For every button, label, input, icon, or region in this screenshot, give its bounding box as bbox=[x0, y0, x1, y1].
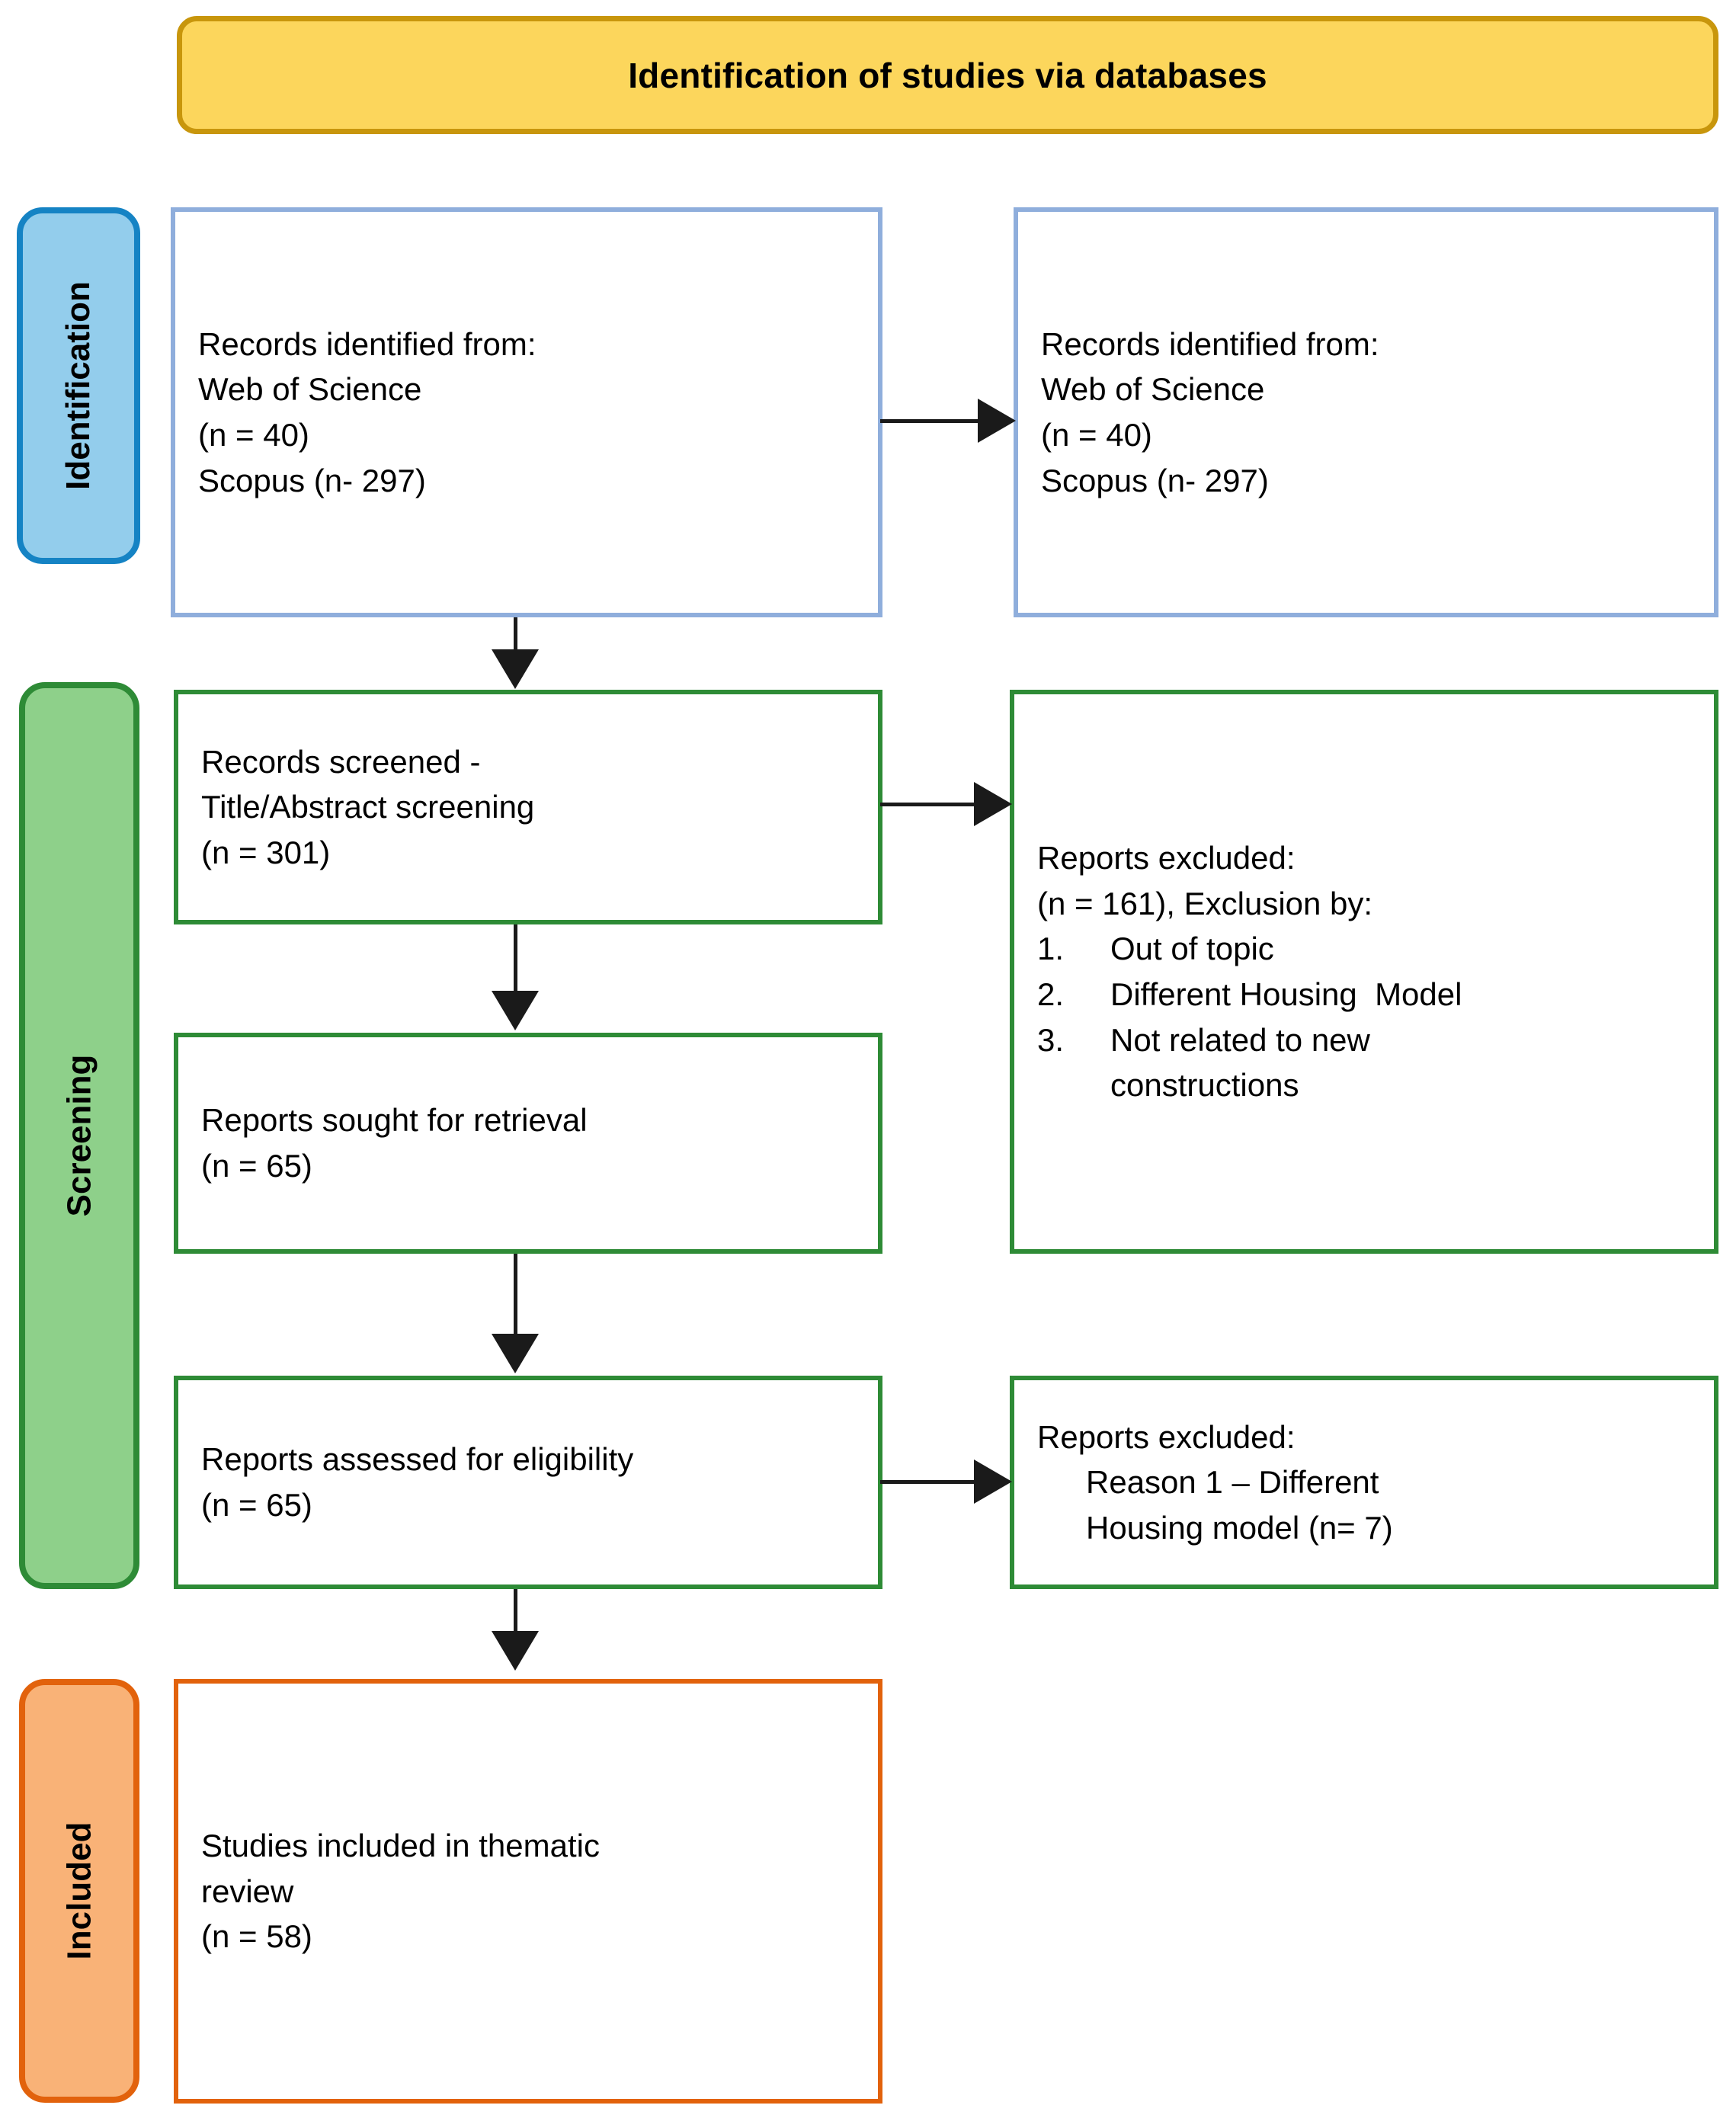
text-line: (n = 65) bbox=[201, 1148, 312, 1184]
diagram-title: Identification of studies via databases bbox=[628, 55, 1267, 95]
text-line: Reason 1 – Different bbox=[1086, 1464, 1379, 1501]
connector-arrow-identified-to-screened bbox=[492, 649, 539, 689]
text-line: Housing model (n= 7) bbox=[1086, 1509, 1393, 1546]
box-reports-sought-for-retrieval-text: Reports sought for retrieval (n = 65) bbox=[178, 1097, 878, 1188]
list-item-number: 3. bbox=[1037, 1021, 1065, 1058]
stage-tab-identification-label: Identification bbox=[59, 281, 97, 490]
box-records-identified-right: Records identified from: Web of Science … bbox=[1014, 207, 1718, 617]
list-item-label: Out of topic bbox=[1110, 931, 1274, 967]
text-line: Scopus (n- 297) bbox=[198, 462, 426, 498]
box-records-identified-left: Records identified from: Web of Science … bbox=[171, 207, 882, 617]
text-line: review bbox=[201, 1873, 294, 1909]
list-item-label: Not related to new bbox=[1110, 1021, 1370, 1058]
text-line: Records identified from: bbox=[1041, 325, 1379, 362]
list-item: 3. Not related to new bbox=[1037, 1017, 1691, 1063]
stage-tab-identification: Identification bbox=[17, 207, 140, 564]
box-records-identified-left-text: Records identified from: Web of Science … bbox=[175, 322, 878, 504]
stage-tab-screening-label: Screening bbox=[60, 1054, 98, 1217]
text-line: (n = 65) bbox=[201, 1487, 312, 1523]
list-item: 1. Out of topic bbox=[1037, 926, 1691, 972]
box-studies-included-text: Studies included in thematic review (n =… bbox=[178, 1823, 878, 1959]
list-item-number: 1. bbox=[1037, 931, 1065, 967]
diagram-header-banner: Identification of studies via databases bbox=[177, 16, 1718, 134]
list-item-continuation: constructions bbox=[1110, 1067, 1299, 1104]
box-records-screened: Records screened - Title/Abstract screen… bbox=[174, 690, 882, 924]
text-line: Records identified from: bbox=[198, 325, 536, 362]
text-line: Reports sought for retrieval bbox=[201, 1102, 588, 1139]
text-line: Records screened - bbox=[201, 743, 481, 780]
box-studies-included: Studies included in thematic review (n =… bbox=[174, 1679, 882, 2104]
connector-arrow-screened-to-excluded bbox=[974, 782, 1012, 826]
exclusion-reason-list: 1. Out of topic 2. Different Housing Mod… bbox=[1037, 926, 1691, 1062]
text-line: Title/Abstract screening bbox=[201, 789, 535, 825]
stage-tab-included: Included bbox=[19, 1679, 139, 2103]
box-reports-assessed-for-eligibility-text: Reports assessed for eligibility (n = 65… bbox=[178, 1437, 878, 1527]
connector-arrow-screened-to-sought bbox=[492, 991, 539, 1030]
text-line: (n = 161), Exclusion by: bbox=[1037, 885, 1373, 921]
text-line: Reports excluded: bbox=[1037, 1418, 1296, 1455]
connector-line-assessed-to-included bbox=[514, 1589, 517, 1633]
connector-line-identified-to-screened bbox=[514, 617, 517, 652]
box-reports-assessed-for-eligibility: Reports assessed for eligibility (n = 65… bbox=[174, 1376, 882, 1589]
connector-line-sought-to-assessed bbox=[514, 1254, 517, 1336]
connector-line-identified-to-identified bbox=[880, 419, 979, 423]
box-reports-sought-for-retrieval: Reports sought for retrieval (n = 65) bbox=[174, 1033, 882, 1254]
text-line: Web of Science bbox=[1041, 371, 1265, 408]
list-item-number: 2. bbox=[1037, 976, 1065, 1012]
box-reports-excluded-eligibility-text: Reports excluded: Reason 1 – Different H… bbox=[1014, 1415, 1714, 1551]
text-line: (n = 40) bbox=[1041, 417, 1152, 453]
box-records-identified-right-text: Records identified from: Web of Science … bbox=[1018, 322, 1714, 504]
text-line: Reports assessed for eligibility bbox=[201, 1441, 634, 1478]
connector-line-assessed-to-excluded bbox=[880, 1480, 975, 1484]
list-item-label: Different Housing Model bbox=[1110, 976, 1462, 1012]
stage-tab-included-label: Included bbox=[60, 1822, 98, 1960]
text-line: Reports excluded: bbox=[1037, 840, 1296, 876]
text-line: Studies included in thematic bbox=[201, 1828, 600, 1864]
connector-line-screened-to-excluded bbox=[880, 803, 975, 806]
box-reports-excluded-screening-text: Reports excluded: (n = 161), Exclusion b… bbox=[1014, 835, 1714, 1108]
connector-line-screened-to-sought bbox=[514, 924, 517, 993]
connector-arrow-assessed-to-included bbox=[492, 1631, 539, 1671]
text-line: Web of Science bbox=[198, 371, 422, 408]
box-records-screened-text: Records screened - Title/Abstract screen… bbox=[178, 739, 878, 876]
text-line: (n = 58) bbox=[201, 1918, 312, 1955]
connector-arrow-sought-to-assessed bbox=[492, 1334, 539, 1373]
connector-arrow-identified-to-identified bbox=[978, 399, 1016, 443]
text-line: Scopus (n- 297) bbox=[1041, 462, 1269, 498]
box-reports-excluded-screening: Reports excluded: (n = 161), Exclusion b… bbox=[1010, 690, 1718, 1254]
box-reports-excluded-eligibility: Reports excluded: Reason 1 – Different H… bbox=[1010, 1376, 1718, 1589]
text-line: (n = 40) bbox=[198, 417, 309, 453]
stage-tab-screening: Screening bbox=[19, 682, 139, 1589]
text-line: (n = 301) bbox=[201, 834, 331, 870]
list-item: 2. Different Housing Model bbox=[1037, 972, 1691, 1017]
connector-arrow-assessed-to-excluded bbox=[974, 1460, 1012, 1504]
